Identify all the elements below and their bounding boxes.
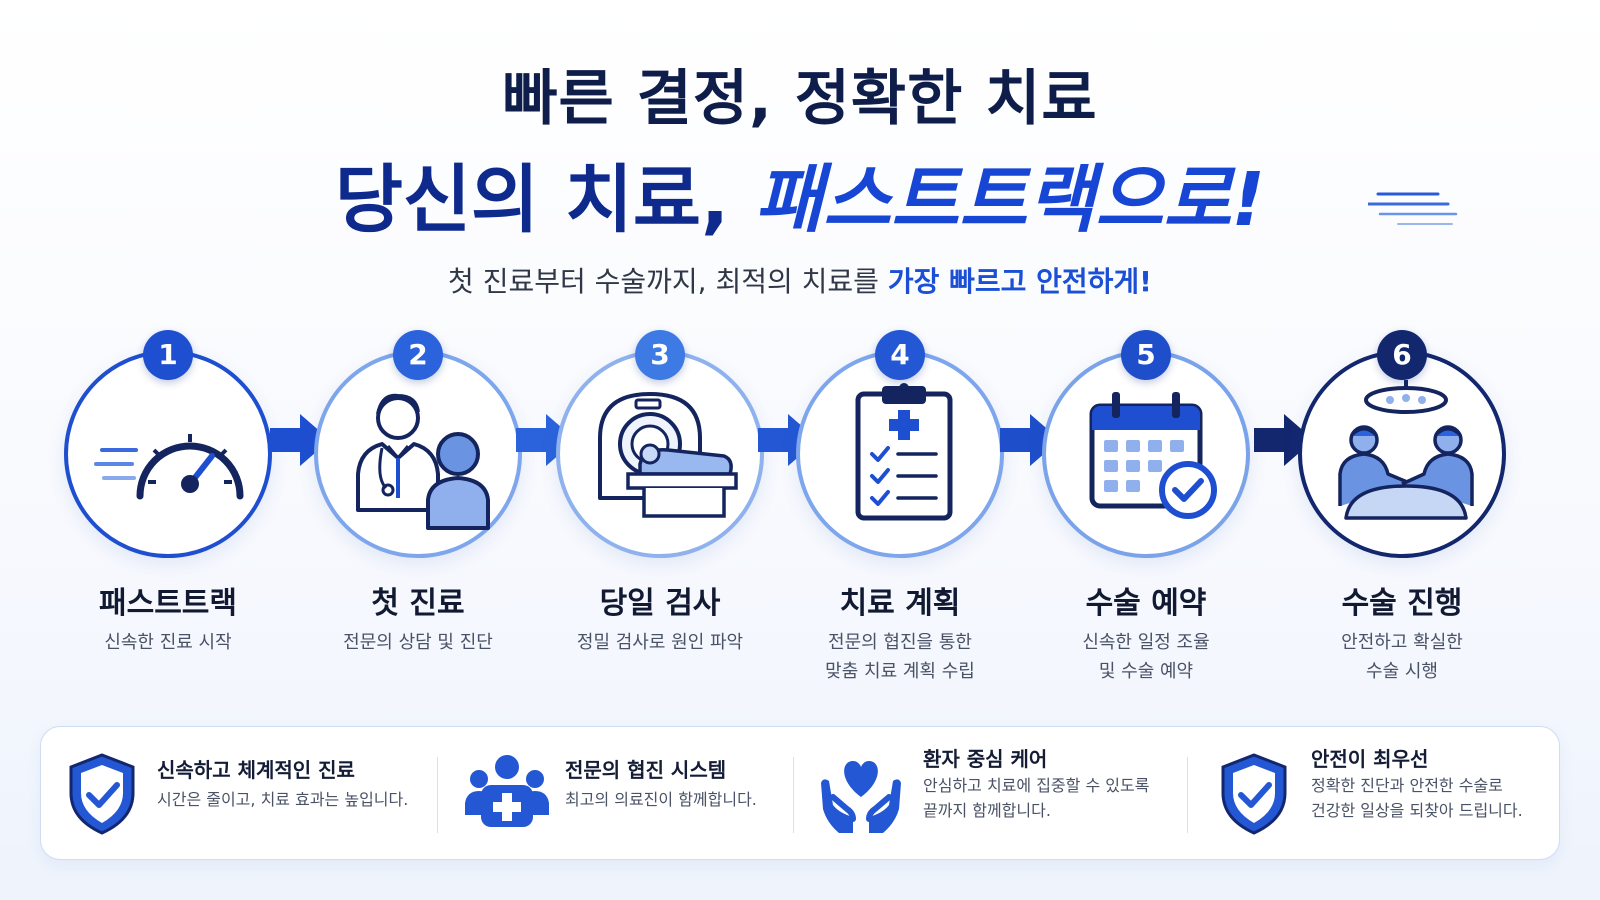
step-5-badge: 5 (1121, 330, 1171, 380)
calendar-check-icon (1089, 392, 1217, 519)
step-4-desc-line1: 전문의 협진을 통한 (828, 632, 972, 653)
feature-4-desc: 정확한 진단과 안전한 수술로 건강한 일상을 되찾아 드립니다. (1311, 773, 1523, 823)
subtitle-text: 첫 진료부터 수술까지, 최적의 치료를 (448, 265, 888, 298)
step-6-desc-line2: 수술 시행 (1366, 661, 1438, 682)
step-4-desc-line2: 맞춤 치료 계획 수립 (825, 661, 975, 682)
step-2-label: 첫 진료 (371, 586, 465, 621)
feature-1-desc: 시간은 줄이고, 치료 효과는 높입니다. (157, 787, 408, 812)
feature-3: 환자 중심 케어 안심하고 치료에 집중할 수 있도록 끝까지 함께합니다. (819, 727, 1169, 861)
step-2: 2 첫 진료 전문의 상담 및 진단 (298, 320, 538, 700)
step-3-label: 당일 검사 (599, 586, 721, 621)
feature-3-desc: 안심하고 치료에 집중할 수 있도록 끝까지 함께합니다. (923, 773, 1149, 823)
feature-3-desc-line2: 끝까지 함께합니다. (923, 801, 1051, 820)
feature-2-title: 전문의 협진 시스템 (565, 758, 727, 782)
step-3-desc: 정밀 검사로 원인 파악 (540, 628, 780, 657)
heart-hands-icon (821, 761, 901, 833)
step-6-circle (1298, 350, 1506, 558)
step-1-desc: 신속한 진료 시작 (48, 628, 288, 657)
step-6-desc: 안전하고 확실한 수술 시행 (1282, 628, 1522, 686)
step-5-label: 수술 예약 (1085, 586, 1207, 621)
surgery-team-icon (1338, 380, 1474, 520)
step-5-desc-line1: 신속한 일정 조율 (1082, 632, 1210, 653)
feature-2: 전문의 협진 시스템 최고의 의료진이 함께합니다. (465, 727, 795, 861)
speed-lines-icon (1368, 192, 1458, 225)
step-1-badge: 1 (143, 330, 193, 380)
headline-line1: 빠른 결정, 정확한 치료 (502, 64, 1098, 134)
headline-line2-part1: 당신의 치료, (334, 157, 755, 243)
divider (1187, 757, 1188, 833)
step-2-circle (314, 350, 522, 558)
feature-4-title: 안전이 최우선 (1311, 747, 1429, 771)
clipboard-checklist-icon (855, 383, 953, 521)
step-6-badge: 6 (1377, 330, 1427, 380)
feature-3-desc-line1: 안심하고 치료에 집중할 수 있도록 (923, 776, 1150, 795)
step-2-badge: 2 (393, 330, 443, 380)
safety-shield-icon (1221, 753, 1287, 835)
headline-line2-highlight: 패스트트랙으로! (754, 157, 1266, 243)
step-5-desc-line2: 및 수술 예약 (1098, 661, 1194, 682)
speedometer-icon (94, 434, 244, 500)
step-3: 3 당일 검사 정밀 검사로 원인 파악 (540, 320, 780, 700)
feature-4: 안전이 최우선 정확한 진단과 안전한 수술로 건강한 일상을 되찾아 드립니다… (1219, 727, 1549, 861)
step-1: 1 패스트트랙 신속한 진료 시작 (48, 320, 288, 700)
feature-4-desc-line1: 정확한 진단과 안전한 수술로 (1311, 776, 1503, 795)
feature-2-desc-line1: 최고의 의료진이 함께합니다. (565, 790, 757, 809)
feature-1: 신속하고 체계적인 진료 시간은 줄이고, 치료 효과는 높입니다. (67, 727, 437, 861)
subtitle: 첫 진료부터 수술까지, 최적의 치료를 가장 빠르고 안전하게! (0, 260, 1600, 300)
headline-line2: 당신의 치료, 패스트트랙으로! (0, 140, 1600, 247)
step-1-label: 패스트트랙 (99, 586, 237, 621)
step-5-circle (1042, 350, 1250, 558)
doctor-consult-icon (356, 393, 490, 530)
step-1-desc-line1: 신속한 진료 시작 (104, 632, 232, 653)
step-3-badge: 3 (635, 330, 685, 380)
step-6-desc-line1: 안전하고 확실한 (1341, 632, 1463, 653)
feature-2-desc: 최고의 의료진이 함께합니다. (565, 787, 757, 812)
step-4-desc: 전문의 협진을 통한 맞춤 치료 계획 수립 (780, 628, 1020, 686)
mri-scanner-icon (598, 392, 738, 518)
step-3-desc-line1: 정밀 검사로 원인 파악 (576, 632, 744, 653)
step-4: 4 치료 계획 전문의 협진을 통한 맞춤 치료 계획 수립 (780, 320, 1020, 700)
step-6: 6 수술 진행 안전하고 확실한 수술 시행 (1282, 320, 1522, 700)
step-3-circle (556, 350, 764, 558)
headline-line2-text: 당신의 치료, 패스트트랙으로! (335, 140, 1265, 247)
process-steps: 1 패스트트랙 신속한 진료 시작 2 첫 진료 (0, 320, 1600, 700)
feature-1-title: 신속하고 체계적인 진료 (157, 758, 355, 782)
step-4-label: 치료 계획 (839, 586, 961, 621)
divider (437, 757, 438, 833)
step-4-badge: 4 (875, 330, 925, 380)
step-5-desc: 신속한 일정 조율 및 수술 예약 (1026, 628, 1266, 686)
divider (793, 757, 794, 833)
step-4-circle (796, 350, 1004, 558)
feature-1-desc-line1: 시간은 줄이고, 치료 효과는 높입니다. (157, 790, 409, 809)
shield-check-icon (69, 753, 135, 835)
step-2-desc: 전문의 상담 및 진단 (298, 628, 538, 657)
feature-4-desc-line2: 건강한 일상을 되찾아 드립니다. (1311, 801, 1523, 820)
step-6-label: 수술 진행 (1341, 586, 1463, 621)
step-2-desc-line1: 전문의 상담 및 진단 (343, 632, 493, 653)
medical-team-icon (465, 755, 549, 827)
step-1-circle (64, 350, 272, 558)
feature-3-title: 환자 중심 케어 (923, 747, 1048, 771)
subtitle-highlight: 가장 빠르고 안전하게! (887, 265, 1152, 298)
step-5: 5 수술 예약 신속한 일정 조율 및 수술 예약 (1026, 320, 1266, 700)
features-panel: 신속하고 체계적인 진료 시간은 줄이고, 치료 효과는 높입니다. 전문의 협… (40, 726, 1560, 860)
